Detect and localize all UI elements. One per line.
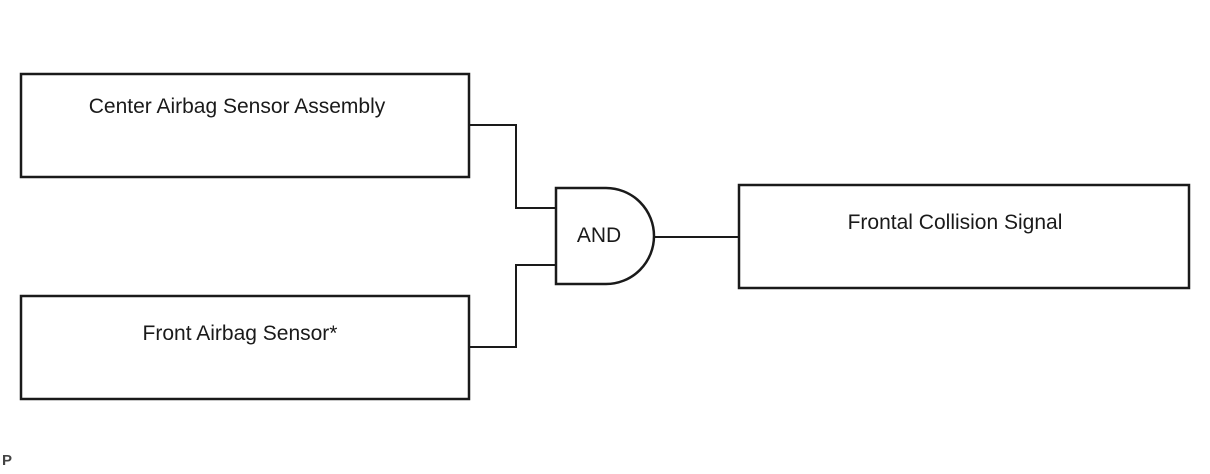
and-gate-shape: [554, 186, 656, 286]
front-airbag-sensor-box: [19, 294, 471, 401]
center-airbag-sensor-block: Center Airbag Sensor Assembly: [19, 72, 471, 179]
frontal-collision-signal-box: [737, 183, 1191, 290]
frontal-collision-signal-label: Frontal Collision Signal: [848, 211, 1063, 234]
center-airbag-sensor-label: Center Airbag Sensor Assembly: [89, 95, 386, 118]
front-sensor-connector: [469, 264, 556, 348]
and-gate: AND: [554, 186, 656, 286]
frontal-collision-signal-block: Frontal Collision Signal: [737, 183, 1191, 290]
front-airbag-sensor-block: Front Airbag Sensor*: [19, 294, 471, 401]
center-airbag-sensor-box: [19, 72, 471, 179]
and-gate-label: AND: [577, 224, 621, 247]
center-sensor-connector: [469, 124, 556, 209]
front-airbag-sensor-label: Front Airbag Sensor*: [143, 322, 338, 345]
footer-mark: P: [2, 452, 13, 469]
